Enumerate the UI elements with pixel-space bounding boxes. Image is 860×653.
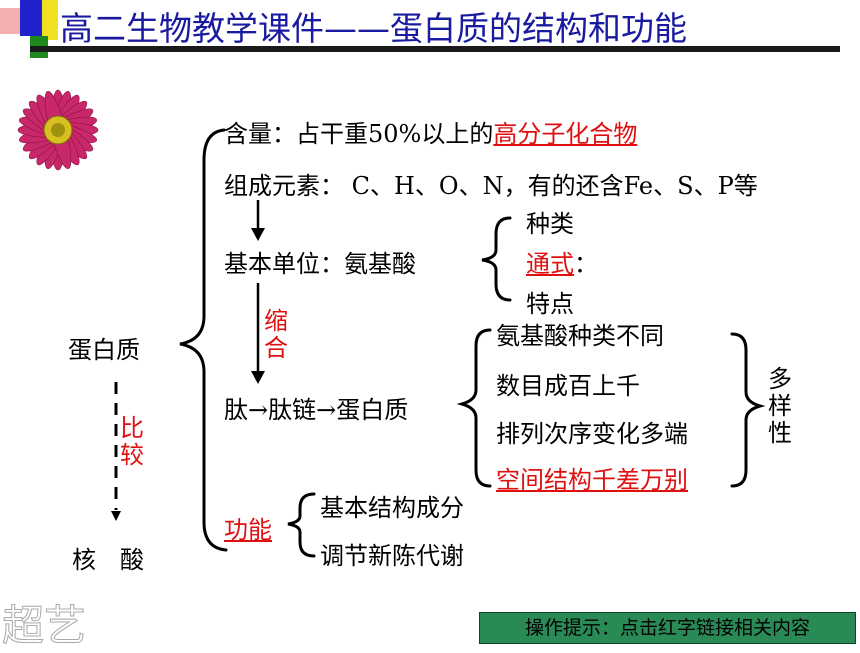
diversity-char: 性 [768,419,792,447]
reason-item: 数目成百上千 [496,372,640,400]
condense-char: 合 [264,334,288,362]
formula-link[interactable]: 通式 [526,250,574,278]
unit-brace [481,216,512,302]
deco-square-red [0,8,22,34]
spatial-structure-link[interactable]: 空间结构千差万别 [496,466,688,494]
arrow-to-unit-head [251,228,265,241]
formula-suffix: ： [574,250,598,278]
diversity-char: 样 [768,392,792,420]
compare-char: 较 [120,441,144,469]
function-item: 调节新陈代谢 [320,542,464,570]
function-link[interactable]: 功能 [224,516,272,544]
main-brace [179,128,228,552]
compare-arrow-head [111,511,121,521]
deco-square-yellow [42,0,58,40]
condense-char: 缩 [264,307,288,335]
unit-kinds-label: 种类 [526,210,574,238]
diversity-char: 多 [768,365,792,393]
watermark-logo: 超艺 [1,601,87,651]
operation-hint-box: 操作提示：点击红字链接相关内容 [479,612,856,644]
compare-link[interactable]: 比 较 [120,415,146,469]
nucleic-acid-label: 核 酸 [72,546,144,574]
reasons-right-bracket [730,332,766,488]
deco-square-blue [20,0,42,36]
unit-formula-row: 通式： [526,244,598,279]
title-underline [30,46,840,52]
protein-root-label: 蛋白质 [68,336,140,364]
arrow-to-chain-head [251,371,265,384]
flower-center-inner [51,123,65,137]
basic-unit-label: 基本单位：氨基酸 [224,250,416,278]
macromolecule-link[interactable]: 高分子化合物 [493,120,638,148]
reasons-left-bracket [456,328,492,488]
reason-item: 排列次序变化多端 [496,420,688,448]
condensation-link[interactable]: 缩 合 [264,308,290,362]
function-brace [287,492,316,558]
function-item: 基本结构成分 [320,494,464,522]
content-prefix: 含量：占干重50%以上的 [224,120,494,148]
unit-features-label: 特点 [526,290,574,318]
elements-row: 组成元素： C、H、O、N，有的还含Fe、S、P等 [224,172,758,200]
peptide-chain-label: 肽→肽链→蛋白质 [224,396,409,424]
flower-image [17,89,99,171]
compare-char: 比 [120,414,144,442]
reason-item: 氨基酸种类不同 [496,322,664,350]
diversity-label: 多 样 性 [768,366,794,447]
content-row: 含量：占干重50%以上的高分子化合物 [224,114,637,149]
page-title: 高二生物教学课件——蛋白质的结构和功能 [60,9,687,48]
